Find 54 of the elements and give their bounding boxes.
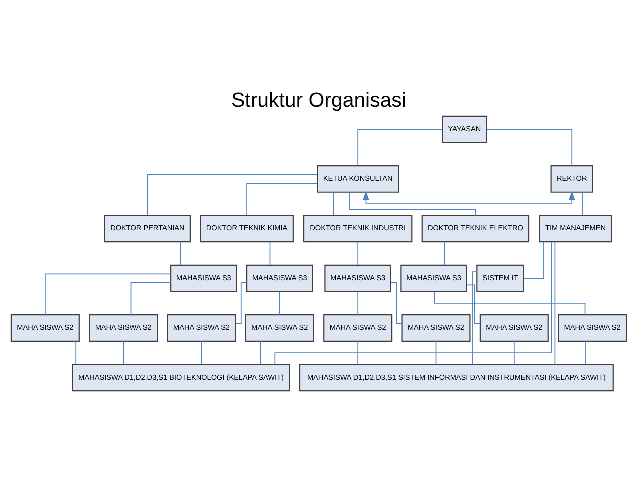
node-box: MAHA SISWA S2 xyxy=(167,314,236,342)
connector xyxy=(76,341,77,366)
connector xyxy=(333,192,334,216)
node-box: SISTEM IT xyxy=(476,264,524,292)
node-box: MAHA SISWA S2 xyxy=(558,314,628,342)
connector xyxy=(582,192,583,216)
connector xyxy=(123,341,124,366)
arrow xyxy=(363,191,576,204)
node-box: MAHASISWA S3 xyxy=(400,264,468,292)
node-box: MAHASISWA D1,D2,D3,S1 SISTEM INFORMASI DAN INSTRUMENTASI (KELAPA SAWIT) xyxy=(299,364,614,392)
node-box: MAHA SISWA S2 xyxy=(10,314,80,342)
node-box: MAHA SISWA S2 xyxy=(245,314,314,342)
connector xyxy=(279,291,280,316)
connector xyxy=(514,341,515,366)
connector xyxy=(350,192,476,216)
connector xyxy=(436,341,437,366)
connector xyxy=(472,272,478,366)
connector xyxy=(524,242,544,280)
connector xyxy=(358,341,359,366)
connector xyxy=(147,174,318,216)
node-box: REKTOR xyxy=(550,166,594,193)
connector xyxy=(358,291,359,316)
node-box: MAHA SISWA S2 xyxy=(480,314,549,342)
node-box: DOKTOR TEKNIK ELEKTRO xyxy=(422,215,530,243)
connector xyxy=(180,242,182,266)
connector xyxy=(235,282,248,324)
node-box: MAHASISWA D1,D2,D3,S1 BIOTEKNOLOGI (KELAPA SAWIT) xyxy=(72,364,290,392)
connector xyxy=(554,242,556,366)
node-box: MAHA SISWA S2 xyxy=(402,314,471,342)
connector xyxy=(358,129,444,166)
connector xyxy=(201,341,202,366)
node-box: MAHASISWA S3 xyxy=(170,264,238,292)
node-box: KETUA KONSULTAN xyxy=(317,166,400,193)
node-box: YAYASAN xyxy=(442,116,488,144)
connector xyxy=(270,242,271,266)
node-box: DOKTOR TEKNIK INDUSTRI xyxy=(303,215,413,243)
connector xyxy=(260,341,261,366)
connector xyxy=(130,282,172,316)
node-box: MAHA SISWA S2 xyxy=(324,314,393,342)
connector xyxy=(486,129,573,166)
diagram-title: Struktur Organisasi xyxy=(232,89,406,112)
node-box: TIM MANAJEMEN xyxy=(539,215,612,243)
connector xyxy=(444,242,446,266)
connector xyxy=(274,242,552,366)
node-box: DOKTOR TEKNIK KIMIA xyxy=(200,215,294,243)
node-box: MAHA SISWA S2 xyxy=(89,314,158,342)
connector xyxy=(390,282,403,324)
connector xyxy=(45,274,172,316)
node-box: MAHASISWA S3 xyxy=(246,264,314,292)
connector xyxy=(358,242,359,266)
node-box: DOKTOR PERTANIAN xyxy=(104,215,191,243)
connector xyxy=(466,284,481,324)
node-box: MAHASISWA S3 xyxy=(324,264,392,292)
connector xyxy=(246,183,318,216)
